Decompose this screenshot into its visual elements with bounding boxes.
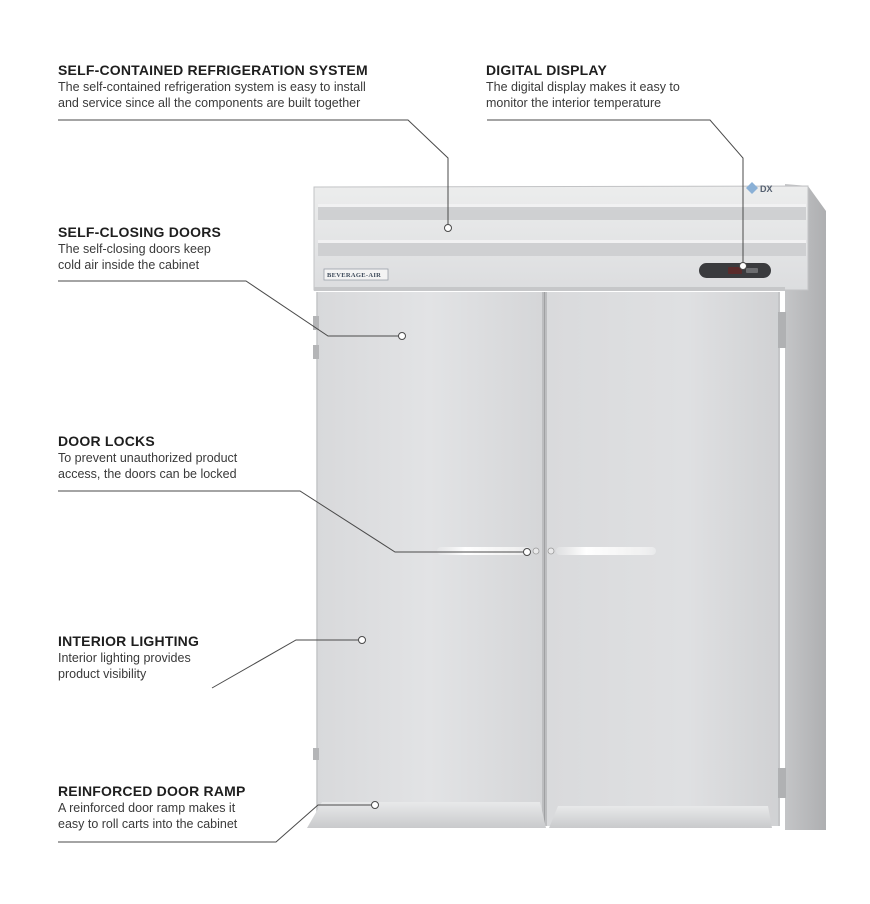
marker-display — [739, 262, 747, 270]
leader-locks — [58, 490, 524, 553]
desc-line-2: easy to roll carts into the cabinet — [58, 816, 238, 831]
left-door — [316, 292, 542, 826]
dx-badge: DX — [746, 182, 773, 194]
marker-refrigeration — [444, 224, 452, 232]
desc-line-2: product visibility — [58, 666, 147, 681]
callout-display: DIGITAL DISPLAY The digital display make… — [486, 62, 746, 111]
door-ramps — [307, 802, 772, 828]
right-hinges — [778, 312, 786, 798]
desc-line-1: To prevent unauthorized product — [58, 451, 238, 465]
desc-line-2: monitor the interior temperature — [486, 95, 662, 110]
door-handles — [437, 547, 656, 555]
desc-line-2: cold air inside the cabinet — [58, 257, 200, 272]
dx-badge-text: DX — [760, 184, 773, 194]
brand-plate: BEVERAGE-AIR — [323, 268, 389, 281]
desc-line-1: Interior lighting provides — [58, 651, 191, 665]
callout-markers — [358, 224, 747, 809]
callout-locks: DOOR LOCKS To prevent unauthorized produ… — [58, 433, 298, 482]
leader-lines — [58, 119, 744, 843]
callout-locks-title: DOOR LOCKS — [58, 433, 155, 449]
refrigeration-grille — [313, 185, 809, 291]
marker-locks — [523, 548, 531, 556]
callout-lighting: INTERIOR LIGHTING Interior lighting prov… — [58, 633, 278, 682]
right-door — [547, 292, 780, 826]
callout-display-title: DIGITAL DISPLAY — [486, 62, 607, 78]
callout-refrigeration-desc: The self-contained refrigeration system … — [58, 80, 438, 111]
desc-line-1: A reinforced door ramp makes it — [58, 801, 236, 815]
marker-lighting — [358, 636, 366, 644]
desc-line-1: The self-contained refrigeration system … — [58, 80, 366, 94]
desc-line-2: and service since all the components are… — [58, 95, 361, 110]
brand-plate-text: BEVERAGE-AIR — [327, 272, 381, 279]
desc-line-1: The self-closing doors keep — [58, 242, 211, 256]
left-hinges — [313, 316, 319, 760]
leader-display — [487, 119, 744, 264]
callout-ramp: REINFORCED DOOR RAMP A reinforced door r… — [58, 783, 318, 832]
desc-line-2: access, the doors can be locked — [58, 466, 237, 481]
callout-ramp-title: REINFORCED DOOR RAMP — [58, 783, 246, 799]
marker-doors — [398, 332, 406, 340]
leader-refrigeration — [58, 119, 449, 226]
callout-refrigeration-title: SELF-CONTAINED REFRIGERATION SYSTEM — [58, 62, 368, 78]
leader-ramp — [58, 804, 372, 843]
marker-ramp — [371, 801, 379, 809]
desc-line-1: The digital display makes it easy to — [486, 80, 680, 94]
digital-display-unit — [699, 263, 771, 278]
leader-lighting — [211, 639, 360, 689]
callout-doors-title: SELF-CLOSING DOORS — [58, 224, 222, 240]
cabinet-side-panel — [785, 184, 826, 830]
callout-doors: SELF-CLOSING DOORS The self-closing door… — [58, 224, 288, 273]
callout-lighting-title: INTERIOR LIGHTING — [58, 633, 200, 649]
callout-refrigeration: SELF-CONTAINED REFRIGERATION SYSTEM The … — [58, 62, 438, 111]
leader-doors — [58, 280, 400, 337]
door-seam — [542, 292, 547, 826]
